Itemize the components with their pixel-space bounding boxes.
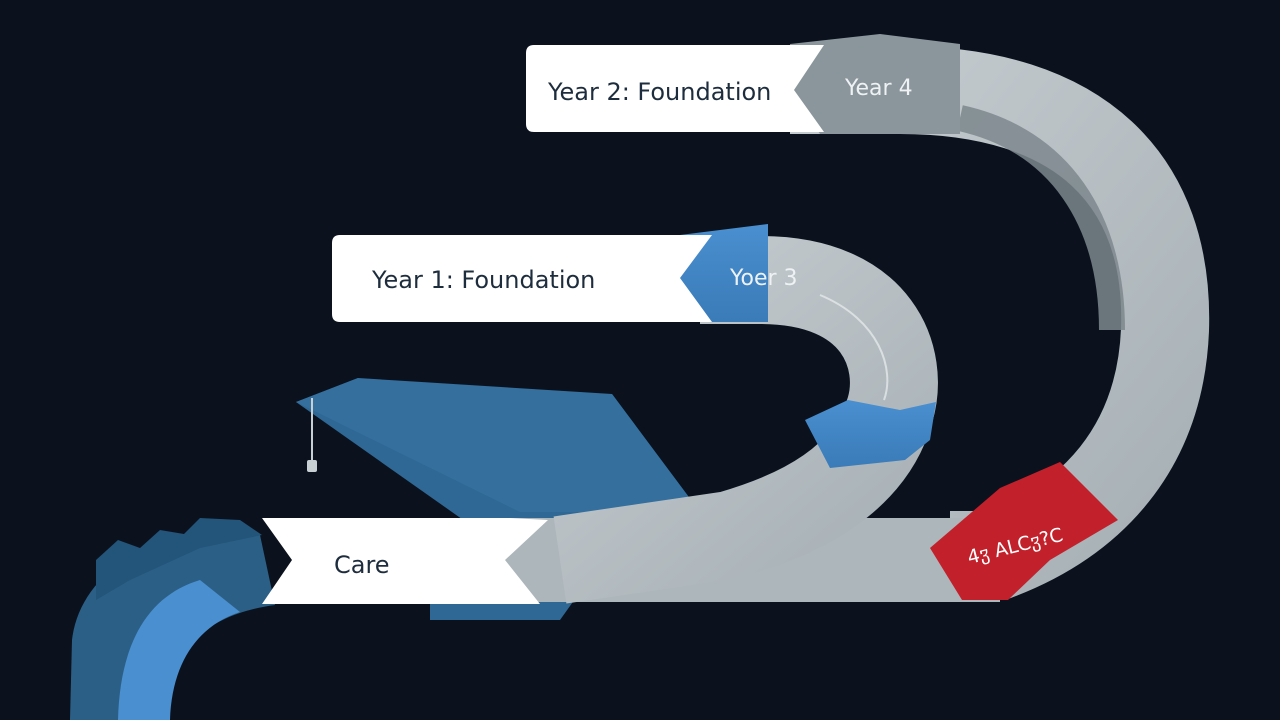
cap-tassel: [307, 460, 317, 472]
year3-label: Yoer 3: [729, 266, 798, 291]
year1-label: Year 1: Foundation: [371, 266, 595, 294]
year4-label: Year 4: [844, 76, 913, 101]
inner-loop-highlight: [819, 294, 889, 401]
care-stage: Care: [262, 518, 548, 604]
outer-loop-shade: [957, 105, 1125, 331]
care-label: Care: [334, 551, 390, 579]
year2-label: Year 2: Foundation: [547, 78, 771, 106]
year2-label-box: [526, 45, 824, 132]
year1-label-box: [332, 235, 712, 322]
red-milestone-badge: 4ჳ ALCჳ?C: [930, 462, 1118, 600]
year1-stage: Year 1: Foundation: [332, 235, 712, 322]
care-label-box: [262, 518, 548, 604]
year2-stage: Year 2: Foundation: [526, 45, 824, 132]
inner-loop-blue-joint: [805, 400, 936, 468]
year4-gray-chevron: [790, 34, 960, 134]
gear-arc-icon: [70, 518, 275, 720]
